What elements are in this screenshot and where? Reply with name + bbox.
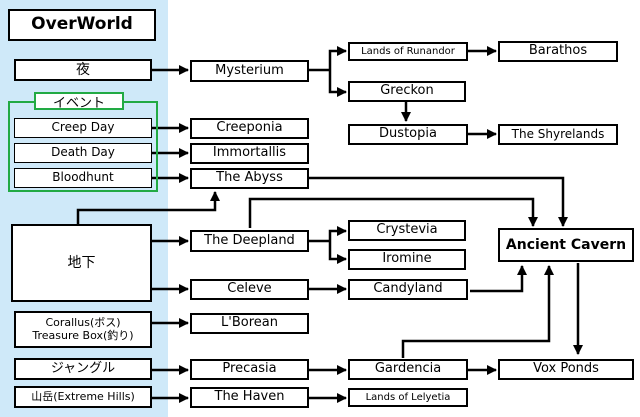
node-crystevia: Crystevia <box>348 220 466 241</box>
node-underground: 地下 <box>11 224 152 302</box>
node-lands-of-lelyetia: Lands of Lelyetia <box>348 388 468 407</box>
node-mountains: 山岳(Extreme Hills) <box>14 386 152 408</box>
edge-mysterium-runandor <box>328 46 347 70</box>
node-celeve: Celeve <box>190 279 309 300</box>
node-dustopia: Dustopia <box>348 124 468 145</box>
node-barathos: Barathos <box>498 41 618 62</box>
edge-deepland-iromine <box>328 241 347 264</box>
node-gardencia: Gardencia <box>348 359 468 380</box>
node-the-deepland: The Deepland <box>190 230 309 252</box>
node-candyland: Candyland <box>348 279 468 300</box>
node-iromine: Iromine <box>348 249 466 270</box>
event-group-label: イベント <box>34 92 124 111</box>
node-jungle: ジャングル <box>14 358 152 380</box>
node-precasia: Precasia <box>190 359 309 380</box>
node-creeponia: Creeponia <box>190 118 309 139</box>
node-the-haven: The Haven <box>190 387 309 408</box>
node-the-shyrelands: The Shyrelands <box>498 124 618 145</box>
node-vox-ponds: Vox Ponds <box>498 359 634 380</box>
node-ancient-cavern: Ancient Cavern <box>498 228 634 262</box>
node-lands-of-runandor: Lands of Runandor <box>348 42 468 61</box>
node-l-borean: L'Borean <box>190 313 309 334</box>
node-creep-day: Creep Day <box>14 118 152 138</box>
node-the-abyss: The Abyss <box>190 168 309 189</box>
edge-abyss-ancientcavern <box>308 176 568 227</box>
node-death-day: Death Day <box>14 143 152 163</box>
edge-mysterium-greckon <box>328 70 347 97</box>
node-bloodhunt: Bloodhunt <box>14 168 152 188</box>
edge-candyland-ancientcavern <box>470 265 527 293</box>
edge-underground-abyss <box>76 191 220 224</box>
node-corallus: Corallus(ボス) Treasure Box(釣り) <box>14 311 152 348</box>
node-immortallis: Immortallis <box>190 143 309 164</box>
node-night: 夜 <box>14 59 152 81</box>
overworld-title: OverWorld <box>8 9 156 41</box>
node-mysterium: Mysterium <box>190 60 309 82</box>
edge-deepland-crystevia <box>328 226 347 241</box>
edge-deepland-ancientcavern <box>248 197 538 228</box>
edge-gardencia-ancientcavern <box>401 265 554 358</box>
node-greckon: Greckon <box>348 81 466 102</box>
